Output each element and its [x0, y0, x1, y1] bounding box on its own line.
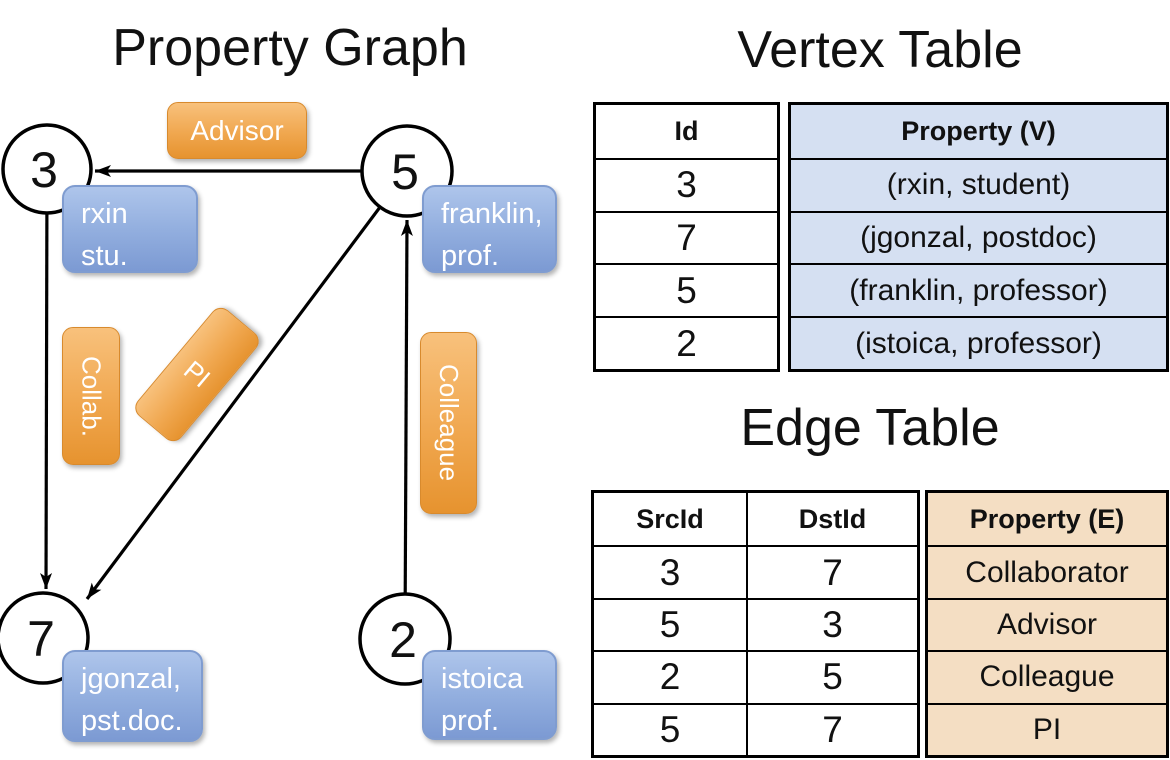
vertex-label-rxin: rxin stu. — [62, 185, 198, 273]
edge-table-dstid-cell: 7 — [746, 702, 917, 755]
edge-label-colleague-text: Colleague — [434, 364, 464, 482]
vertex-id-7: 7 — [27, 611, 55, 667]
edge-table-srcid-cell: 5 — [594, 597, 746, 650]
vertex-label-jgonzal-line1: jgonzal, — [81, 663, 181, 695]
vertex-label-jgonzal-line2: pst.doc. — [81, 705, 183, 738]
vertex-table-id-cell: 7 — [596, 210, 777, 264]
vertex-table-id-cell: 2 — [596, 316, 777, 369]
edge-label-collab-text: Collab. — [76, 355, 107, 437]
vertex-label-franklin: franklin, prof. — [422, 185, 557, 273]
edge-table-srcid-cell: 3 — [594, 545, 746, 597]
edge-table-dstid-cell: 3 — [746, 597, 917, 651]
edge-table-srcid-header: SrcId — [636, 503, 704, 534]
edge-table-dstid-header: DstId — [746, 493, 917, 546]
vertex-id-2: 2 — [389, 612, 417, 668]
vertex-table-property-column: Property (V) (rxin, student) (jgonzal, p… — [788, 102, 1169, 372]
vertex-label-istoica-line1: istoica — [441, 663, 524, 695]
vertex-table-id-column: Id 3 7 5 2 — [593, 102, 780, 372]
vertex-label-istoica: istoica prof. — [422, 650, 557, 740]
vertex-table-property-cell: (jgonzal, postdoc) — [791, 210, 1166, 264]
edge-line-2-to-5 — [400, 219, 413, 640]
edge-table-property-cell: Colleague — [928, 650, 1166, 702]
vertex-id-3: 3 — [30, 142, 58, 198]
vertex-table-property-cell: (rxin, student) — [791, 157, 1166, 211]
vertex-label-rxin-line2: stu. — [81, 240, 128, 273]
edge-line-5-to-7 — [85, 170, 409, 600]
vertex-table-property-header: Property (V) — [901, 115, 1056, 146]
property-graph-title: Property Graph — [112, 19, 468, 77]
edge-table-title: Edge Table — [740, 399, 1000, 457]
edge-label-advisor: Advisor — [167, 102, 307, 159]
edge-table-srcid-cell: 5 — [594, 702, 746, 755]
edge-line-3-to-7 — [40, 168, 53, 590]
vertex-label-franklin-line1: franklin, — [441, 198, 543, 230]
edge-table-property-column: Property (E) Collaborator Advisor Collea… — [925, 490, 1169, 758]
vertex-table-property-cell: (franklin, professor) — [791, 263, 1166, 316]
edge-table-property-cell: Collaborator — [928, 545, 1166, 597]
vertex-table-id-header: Id — [674, 115, 699, 146]
edge-table-property-cell: PI — [928, 702, 1166, 755]
edge-table-id-columns: SrcId DstId 3 7 5 3 2 5 5 7 — [591, 490, 920, 758]
vertex-label-rxin-line1: rxin — [81, 198, 128, 230]
vertex-label-franklin-line2: prof. — [441, 240, 500, 273]
vertex-id-5: 5 — [391, 144, 419, 200]
vertex-table-id-cell: 5 — [596, 263, 777, 316]
vertex-label-istoica-line2: prof. — [441, 705, 500, 738]
vertex-table-property-cell: (istoica, professor) — [791, 316, 1166, 369]
vertex-label-jgonzal: jgonzal, pst.doc. — [62, 650, 203, 742]
edge-table-dstid-cell: 5 — [746, 650, 917, 703]
edge-table-srcid-cell: 2 — [594, 650, 746, 702]
vertex-table-title: Vertex Table — [737, 21, 1023, 79]
vertex-table-id-cell: 3 — [596, 157, 777, 211]
edge-label-colleague: Colleague — [420, 332, 477, 514]
edge-table-dstid-cell: 7 — [746, 545, 917, 598]
edge-label-advisor-text: Advisor — [190, 114, 284, 146]
property-graph-figure: 3 5 7 2 — [0, 123, 454, 686]
edge-label-pi-text: PI — [178, 354, 217, 394]
edge-table-property-header: Property (E) — [969, 503, 1125, 534]
edge-label-collab: Collab. — [62, 327, 120, 465]
edge-table-property-cell: Advisor — [928, 597, 1166, 650]
